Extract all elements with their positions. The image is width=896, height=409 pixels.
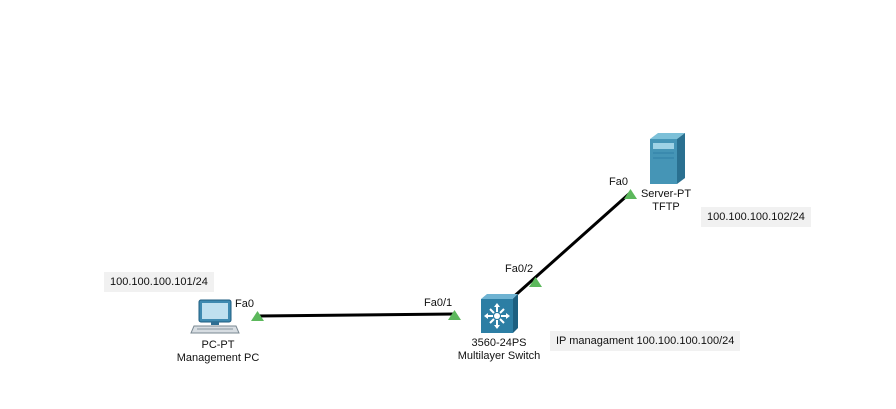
server-ip-note[interactable]: 100.100.100.102/24 (701, 207, 811, 227)
switch-label: 3560-24PS Multilayer Switch (458, 337, 541, 363)
pc-ip-note[interactable]: 100.100.100.101/24 (104, 272, 214, 292)
pc-name: Management PC (176, 352, 260, 364)
switch-model: 3560-24PS (471, 337, 527, 349)
link-up-indicator-switch-fa01 (448, 310, 461, 320)
switch-name: Multilayer Switch (457, 350, 541, 362)
pc-icon[interactable] (190, 299, 240, 334)
pc-model: PC-PT (201, 339, 235, 351)
link-up-indicator-pc (251, 311, 264, 321)
multilayer-switch-icon[interactable] (481, 294, 518, 333)
switch-ip-note[interactable]: IP managament 100.100.100.100/24 (550, 331, 741, 351)
server-port-label: Fa0 (609, 176, 628, 188)
switch-port-fa02-label: Fa0/2 (505, 263, 534, 275)
server-icon[interactable] (650, 133, 685, 184)
pc-label: PC-PT Management PC (177, 339, 260, 365)
server-name: TFTP (652, 201, 680, 213)
switch-port-fa01-label: Fa0/1 (424, 297, 453, 309)
server-label: Server-PT TFTP (641, 188, 691, 214)
server-model: Server-PT (640, 188, 692, 200)
link-up-indicator-server (624, 189, 637, 199)
link-up-indicator-switch-fa02 (529, 277, 542, 287)
link-server-switch[interactable] (509, 191, 631, 302)
pc-port-label: Fa0 (235, 298, 254, 310)
link-pc-switch[interactable] (257, 312, 456, 318)
